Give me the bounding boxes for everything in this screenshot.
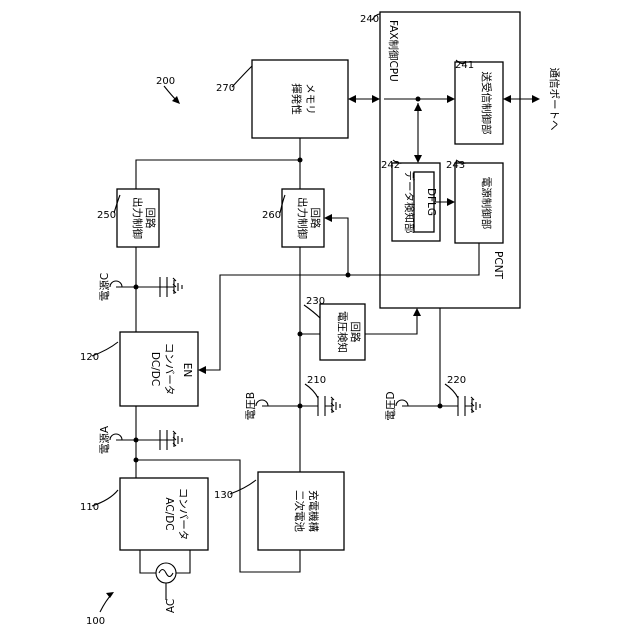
power-a-label: 電源A <box>98 425 111 454</box>
arrowhead <box>106 592 114 598</box>
ref-200: 200 <box>156 76 175 87</box>
voltage-b-label: 電圧B <box>245 392 257 420</box>
pcnt-to-260-wire <box>328 218 348 275</box>
node-dot <box>298 332 303 337</box>
ref-270: 270 <box>216 83 235 94</box>
tx-rx-label: 送受信制御部 <box>480 72 493 135</box>
voltage-detect-out-wire <box>365 312 417 334</box>
node-dot <box>298 158 303 163</box>
ref-241: 241 <box>455 60 474 71</box>
output-control-250-line1: 出力制御 <box>131 197 144 239</box>
memory-supply-bus <box>136 138 300 189</box>
ref-220: 220 <box>447 375 466 386</box>
dflg-label: DFLG <box>425 188 437 216</box>
ref-242: 242 <box>381 160 400 171</box>
arrowhead <box>532 95 540 103</box>
comm-port-label: 通信ポートへ <box>548 68 560 131</box>
node-dot <box>416 97 421 102</box>
output-control-260-line1: 出力制御 <box>296 197 309 239</box>
node-dot <box>134 285 139 290</box>
ref-100: 100 <box>86 616 105 627</box>
capacitor-220-icon <box>458 396 472 416</box>
ref-240: 240 <box>360 14 379 25</box>
pcnt-label: PCNT <box>492 251 504 280</box>
leader-line <box>305 384 318 398</box>
leader-line <box>230 480 256 494</box>
ref-130: 130 <box>214 490 233 501</box>
ref-120: 120 <box>80 352 99 363</box>
ac-dc-label-line1: AC/DC <box>163 497 175 530</box>
ref-250: 250 <box>97 210 116 221</box>
power-c-terminal <box>110 281 174 287</box>
ref-210: 210 <box>307 375 326 386</box>
voltage-d-label: 電圧D <box>385 391 397 420</box>
power-c-label: 電源C <box>98 273 111 301</box>
charger-label-line2: 充電機構 <box>307 490 320 532</box>
output-control-260-line2: 回路 <box>309 208 322 229</box>
node-dot <box>298 404 303 409</box>
arrowhead <box>413 308 421 316</box>
cpu-label: FAX制御CPU <box>387 20 400 82</box>
dc-dc-label-line2: コンバータ <box>163 343 175 396</box>
arrowhead <box>324 214 332 222</box>
output-control-250-line2: 回路 <box>144 208 157 229</box>
voltage-detect-label-line1: 電圧検知 <box>336 311 349 353</box>
power-control-box <box>455 163 503 243</box>
arrowhead <box>372 95 380 103</box>
dc-dc-label-line1: DC/DC <box>149 352 161 386</box>
data-detect-label: データ検知部 <box>403 171 416 234</box>
ref-230: 230 <box>306 296 325 307</box>
power-a-terminal <box>110 434 174 440</box>
voltage-detect-label-line2: 回路 <box>349 322 362 343</box>
memory-label-line1: 揮発性 <box>290 83 303 115</box>
capacitor-210-icon <box>318 396 332 416</box>
ref-243: 243 <box>446 160 465 171</box>
ac-dc-label-line2: コンバータ <box>177 488 189 541</box>
dc-dc-en-label: EN <box>181 363 193 378</box>
ac-label: AC <box>165 599 177 613</box>
power-control-label: 電源制御部 <box>480 177 493 230</box>
ac-source-wire <box>140 550 190 573</box>
ac-sine-icon <box>159 570 173 577</box>
voltage-d-terminal <box>396 400 458 406</box>
node-dot <box>134 458 139 463</box>
voltage-b-terminal <box>256 400 318 406</box>
charger-label-line1: 二次電池 <box>293 490 306 532</box>
arrowhead <box>198 366 206 374</box>
ref-110: 110 <box>80 502 99 513</box>
ref-260: 260 <box>262 210 281 221</box>
arrowhead <box>348 95 356 103</box>
node-dot <box>134 438 139 443</box>
memory-label-line2: メモリ <box>304 83 316 115</box>
tx-rx-control-box <box>455 62 503 144</box>
leader-line <box>445 384 458 398</box>
